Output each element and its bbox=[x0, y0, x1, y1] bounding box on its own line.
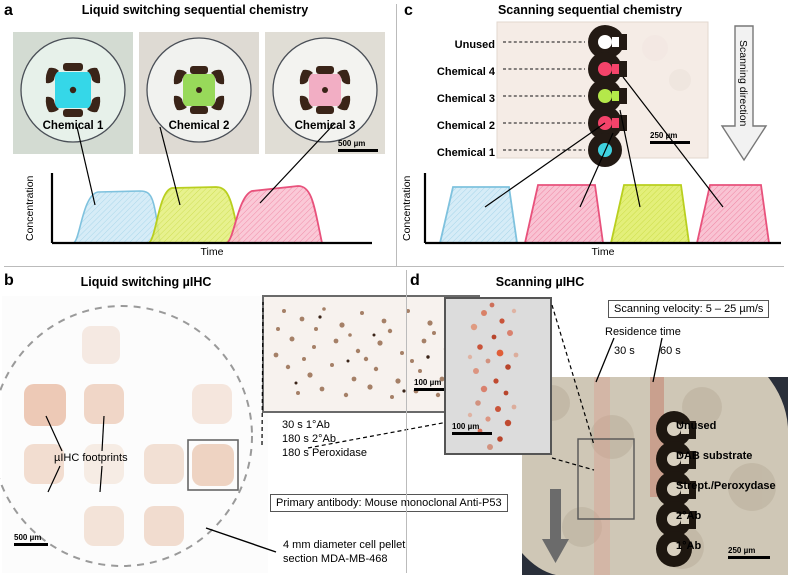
panel-b-overview-scale-unit: µm bbox=[29, 533, 42, 542]
sample-note-line-2: section MDA-MB-468 bbox=[283, 553, 388, 565]
panel-d-stack-label-dab: DAB substrate bbox=[676, 450, 753, 462]
panel-b-letter: b bbox=[4, 272, 14, 289]
panel-b-overview-scale-bar: 500 µm bbox=[14, 534, 48, 546]
panel-c-title: Scanning sequential chemistry bbox=[497, 3, 683, 17]
panel-b-footprint-annotation: µIHC footprints bbox=[54, 452, 128, 464]
micrograph-3-label: Chemical 3 bbox=[294, 120, 356, 132]
panel-d-main-scale-unit: µm bbox=[743, 546, 756, 555]
panel-c-row-label-chemical-4: Chemical 4 bbox=[436, 66, 495, 78]
panel-a-xlabel: Time bbox=[200, 246, 224, 258]
panel-b-protocol: 30 s 1°Ab 180 s 2°Ab 180 s Peroxidase bbox=[282, 418, 367, 460]
panel-b-overview-scale-line bbox=[14, 543, 48, 546]
panel-a-chart: Concentration Time bbox=[20, 122, 390, 265]
panel-d-letter: d bbox=[410, 272, 420, 289]
panel-c-scale-unit: µm bbox=[665, 131, 678, 140]
primary-antibody-box: Primary antibody: Mouse monoclonal Anti-… bbox=[270, 494, 508, 512]
panel-divider-horizontal bbox=[4, 266, 784, 267]
residence-time-value-30s: 30 s bbox=[614, 345, 635, 357]
panel-a-scale-unit: µm bbox=[353, 139, 366, 148]
panel-d-main-scale-bar: 250 µm bbox=[728, 547, 770, 559]
panel-d-inset: 100 µm bbox=[444, 297, 552, 455]
micrograph-chemical-1: Chemical 1 bbox=[13, 32, 133, 154]
panel-divider-vertical-bottom bbox=[406, 270, 407, 573]
scanning-direction-label: Scanning direction bbox=[737, 40, 749, 127]
panel-a-letter: a bbox=[4, 2, 13, 19]
panel-a-scale-value: 500 bbox=[338, 139, 352, 148]
panel-b-title: Liquid switching µIHC bbox=[80, 275, 212, 289]
panel-d-inset-scale-bar: 100 µm bbox=[452, 423, 492, 435]
panel-d-stack-label-unused: Unused bbox=[676, 420, 717, 432]
panel-b-inset-scale-bar: 100 µm bbox=[414, 379, 458, 391]
scanning-direction-arrow: Scanning direction bbox=[720, 25, 772, 162]
panel-c-scale-bar: 250 µm bbox=[650, 132, 690, 144]
micrograph-chemical-3: Chemical 3 bbox=[265, 32, 385, 154]
panel-a-scale-line bbox=[338, 149, 378, 152]
residence-time-value-60s: 60 s bbox=[660, 345, 681, 357]
panel-divider-vertical-top bbox=[396, 4, 397, 266]
panel-c-micrograph: 250 µm bbox=[495, 20, 710, 167]
panel-b-inset: 100 µm bbox=[262, 295, 480, 413]
panel-c-letter: c bbox=[404, 2, 413, 19]
panel-c-ylabel: Concentration bbox=[401, 175, 413, 241]
panel-d-stack-label-2ab: 2°Ab bbox=[676, 510, 702, 522]
panel-d-main-scale-value: 250 bbox=[728, 546, 742, 555]
residence-time-title: Residence time bbox=[605, 326, 681, 338]
panel-c-row-label-chemical-1: Chemical 1 bbox=[436, 147, 495, 159]
micrograph-chemical-2: Chemical 2 bbox=[139, 32, 259, 154]
panel-a-title: Liquid switching sequential chemistry bbox=[81, 3, 309, 17]
panel-b-overview-scale-value: 500 bbox=[14, 533, 28, 542]
panel-c-row-label-unused: Unused bbox=[454, 39, 495, 51]
protocol-line-3: 180 s Peroxidase bbox=[282, 447, 367, 459]
panel-b-inset-scale-line bbox=[414, 388, 458, 391]
panel-d-inset-scale-unit: µm bbox=[467, 422, 480, 431]
panel-c-scale-line bbox=[650, 141, 690, 144]
micrograph-2-label: Chemical 2 bbox=[168, 120, 230, 132]
panel-c-scale-value: 250 bbox=[650, 131, 664, 140]
panel-d-micrograph: 250 µm bbox=[522, 377, 788, 575]
panel-d-main-scale-line bbox=[728, 556, 770, 559]
micrograph-1-label: Chemical 1 bbox=[42, 120, 104, 132]
scanning-velocity-box: Scanning velocity: 5 – 25 µm/s bbox=[608, 300, 770, 318]
panel-d-stack-label-1ab: 1°Ab bbox=[676, 540, 702, 552]
protocol-line-1: 30 s 1°Ab bbox=[282, 419, 330, 431]
panel-b-micrograph: µIHC footprints 500 µm bbox=[0, 296, 277, 573]
panel-a-scale-bar: 500 µm bbox=[338, 140, 378, 152]
panel-c-row-label-chemical-3: Chemical 3 bbox=[436, 93, 495, 105]
panel-b-inset-scale-value: 100 bbox=[414, 378, 428, 387]
protocol-line-2: 180 s 2°Ab bbox=[282, 433, 336, 445]
panel-b-inset-scale-unit: µm bbox=[429, 378, 442, 387]
panel-d-inset-scale-value: 100 bbox=[452, 422, 466, 431]
panel-d-title: Scanning µIHC bbox=[495, 275, 585, 289]
panel-b-sample-note: 4 mm diameter cell pellet section MDA-MB… bbox=[283, 538, 405, 566]
panel-c-row-label-chemical-2: Chemical 2 bbox=[436, 120, 495, 132]
panel-a-ylabel: Concentration bbox=[24, 175, 36, 241]
panel-c-chart: Concentration Time bbox=[401, 76, 785, 265]
panel-c-xlabel: Time bbox=[591, 246, 615, 258]
sample-note-line-1: 4 mm diameter cell pellet bbox=[283, 539, 406, 551]
panel-d-inset-scale-line bbox=[452, 432, 492, 435]
panel-d-stack-label-strept: Strept./Peroxydase bbox=[676, 480, 776, 492]
